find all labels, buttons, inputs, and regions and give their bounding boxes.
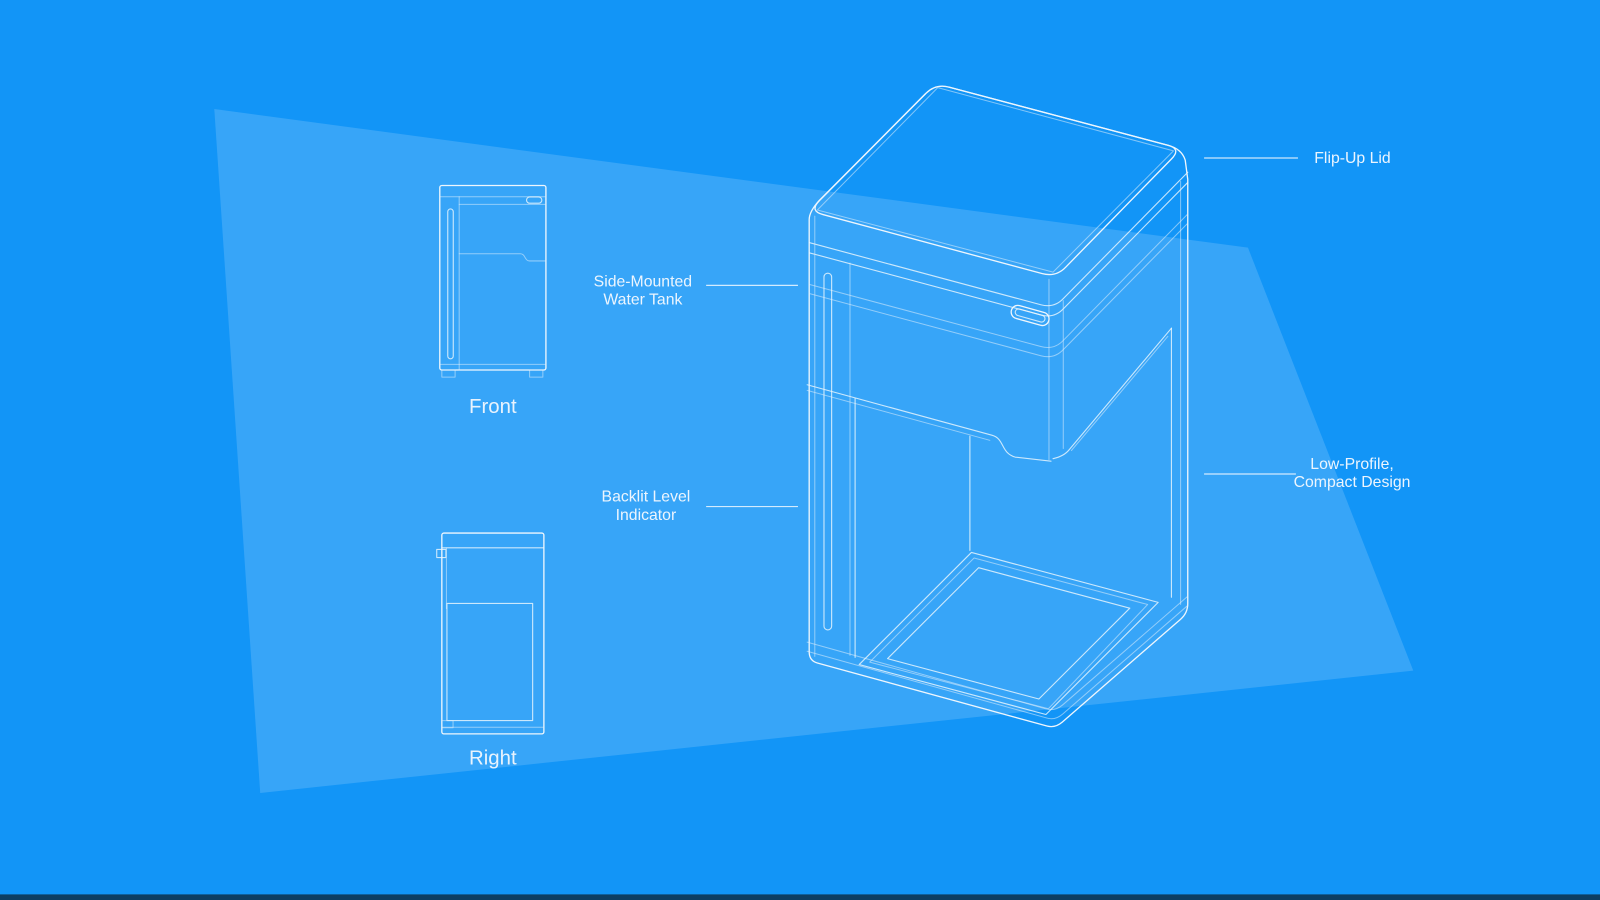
side-mounted-water-tank-label-line1: Side-Mounted: [594, 273, 692, 290]
low-profile-compact-design-label-line1: Low-Profile,: [1310, 456, 1393, 473]
front-tank-seam: [458, 253, 547, 262]
base-seam-1: [806, 595, 1189, 711]
backlit-level-indicator-label-line1: Backlit Level: [602, 488, 691, 505]
drip-tray: [858, 551, 1159, 716]
right-view-label: Right: [469, 747, 517, 769]
lid-seam-1: [808, 171, 1189, 307]
right-view-body: [441, 532, 545, 735]
alcove-ceiling-inner: [806, 389, 991, 441]
base-seam-2: [806, 604, 1189, 720]
callouts: Flip-Up Lid Side-Mounted Water Tank Back…: [594, 150, 1411, 524]
front-view-body: [439, 184, 547, 371]
flip-up-lid-label: Flip-Up Lid: [1314, 150, 1390, 167]
drip-tray-floor: [886, 567, 1131, 700]
level-indicator-strip: [823, 272, 833, 631]
bottom-bar: [0, 894, 1600, 900]
backlit-level-indicator-label-line2: Indicator: [616, 507, 677, 524]
front-foot-right: [529, 369, 544, 378]
isometric-view-drawing: [806, 85, 1189, 728]
lid-top-inner-line: [816, 87, 1174, 273]
front-level-indicator: [447, 208, 454, 360]
drip-tray-mid-rim: [869, 557, 1149, 710]
front-foot-left: [441, 369, 456, 378]
low-profile-compact-design-label-line2: Compact Design: [1294, 474, 1411, 491]
alcove-right-diagonal: [1052, 327, 1172, 460]
alcove-right-diagonal-inner: [1070, 335, 1169, 452]
handle-pill: [1010, 304, 1050, 327]
side-mounted-water-tank-label-line2: Water Tank: [603, 292, 682, 309]
front-view-drawing: [439, 184, 547, 378]
alcove-ceiling-edge: [806, 384, 1052, 462]
front-view-label: Front: [469, 396, 517, 418]
drip-tray-outer-rim: [858, 551, 1159, 716]
front-handle-pill: [525, 196, 543, 204]
light-panel: [214, 109, 1414, 793]
lid-top-face: [814, 86, 1177, 276]
right-tank-panel: [446, 602, 534, 722]
right-view-drawing: [436, 532, 545, 735]
